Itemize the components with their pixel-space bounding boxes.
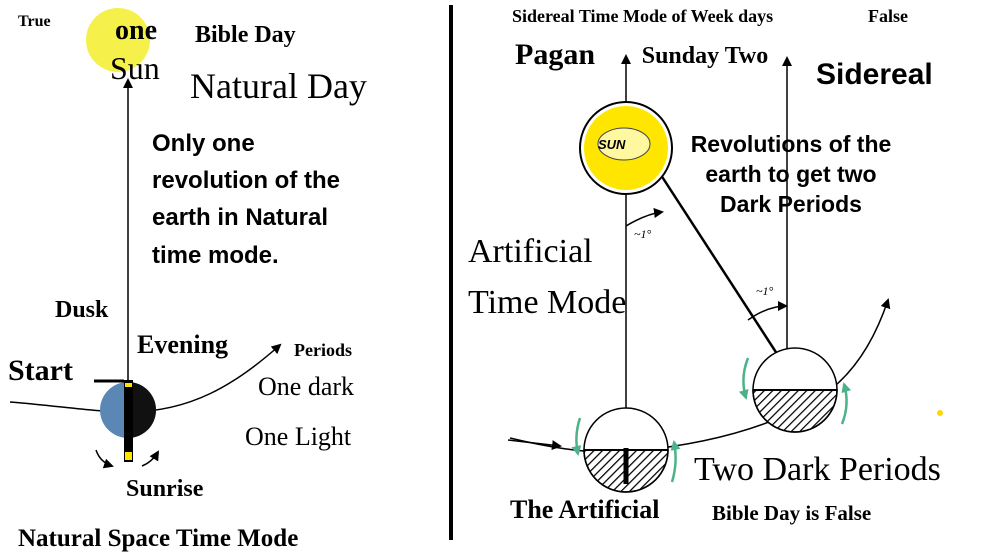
pagan-label: Pagan bbox=[515, 38, 596, 71]
sunrise-label: Sunrise bbox=[126, 476, 204, 502]
start-label: Start bbox=[8, 354, 73, 387]
revolution-text: Only one revolution of the earth in Natu… bbox=[152, 130, 340, 269]
angle-arc-2 bbox=[747, 301, 788, 321]
sunday-two-label: Sunday Two bbox=[641, 43, 769, 69]
sidereal-label: Sidereal bbox=[816, 58, 933, 91]
natural-day-label: Natural Day bbox=[190, 66, 367, 106]
two-dark-periods-label: Two Dark Periods bbox=[694, 451, 941, 488]
artificial-time-mode-label: Artificial Time Mode bbox=[468, 233, 627, 321]
periods-label: Periods bbox=[294, 340, 352, 360]
bible-day-label: Bible Day bbox=[195, 22, 296, 48]
evening-label: Evening bbox=[137, 330, 229, 359]
earth-right-2 bbox=[738, 347, 852, 433]
sun-right bbox=[579, 101, 673, 195]
earth-right-1 bbox=[571, 407, 681, 493]
true-label: True bbox=[18, 13, 51, 30]
sidereal-header: Sidereal Time Mode of Week days bbox=[512, 6, 774, 26]
one-light-label: One Light bbox=[245, 422, 352, 451]
earth-left bbox=[94, 379, 156, 462]
sidereal-header-false: False bbox=[868, 6, 908, 26]
revolutions-text: Revolutions of the earth to get two Dark… bbox=[690, 131, 892, 217]
footer-the-artificial: The Artificial bbox=[510, 495, 660, 524]
rotation-arrow-right bbox=[141, 450, 160, 467]
footer-bible-day-false: Bible Day is False bbox=[712, 501, 872, 525]
sun-label: Sun bbox=[110, 50, 160, 86]
angle-label-2: ~1° bbox=[756, 284, 774, 298]
rotation-arrow-left bbox=[95, 449, 114, 469]
yellow-dot bbox=[937, 410, 943, 416]
natural-space-time-mode-caption: Natural Space Time Mode bbox=[18, 525, 299, 552]
angle-label-1: ~1° bbox=[634, 227, 652, 241]
sun-icon-text: SUN bbox=[598, 137, 626, 152]
one-label: one bbox=[115, 15, 157, 46]
orbit-entry-arrow bbox=[507, 439, 562, 451]
sun-circle-left bbox=[86, 8, 150, 72]
dusk-label: Dusk bbox=[55, 297, 109, 323]
angle-arc-1 bbox=[625, 208, 664, 227]
one-dark-label: One dark bbox=[258, 372, 355, 401]
